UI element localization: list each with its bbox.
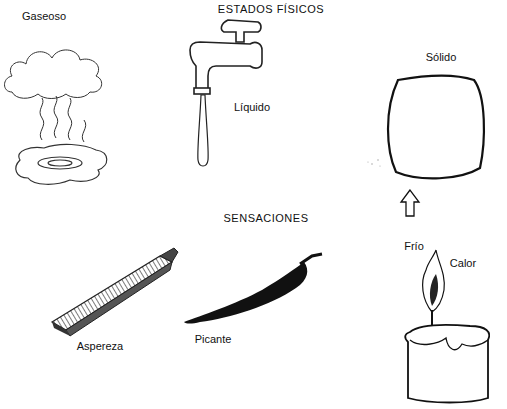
state-label: Líquido [234, 101, 270, 114]
candle [405, 250, 489, 403]
section-heading: SENSACIONES [224, 212, 309, 225]
puddle [16, 144, 107, 184]
heading: ESTADOS FÍSICOS [218, 3, 324, 16]
water-drop [198, 95, 208, 166]
chili-pepper [184, 254, 322, 324]
steam [40, 96, 86, 142]
rasp-file [52, 248, 178, 336]
sensation-label: Frío [404, 240, 424, 253]
sensation-label: Calor [450, 257, 476, 270]
state-label: Sólido [426, 51, 457, 64]
sensation-label: Picante [195, 333, 232, 346]
state-label: Gaseoso [22, 10, 66, 23]
faucet [190, 20, 262, 94]
solid-block [388, 75, 484, 178]
cold-arrow [401, 190, 419, 216]
sensation-label: Aspereza [77, 340, 123, 353]
cloud [5, 50, 102, 99]
specks [367, 159, 380, 166]
